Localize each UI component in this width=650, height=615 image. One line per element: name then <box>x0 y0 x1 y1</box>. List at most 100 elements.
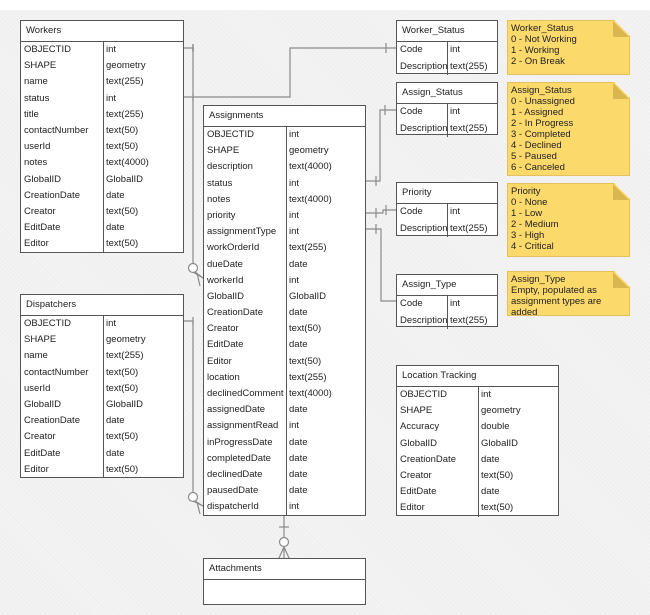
field-name: Code <box>400 44 423 55</box>
field-type: int <box>481 389 492 400</box>
field-type: date <box>106 447 125 459</box>
crowfoot <box>278 546 290 559</box>
field-name: Editor <box>24 238 49 250</box>
link-assignments-assign-type <box>365 228 396 302</box>
zero-circle <box>187 491 199 503</box>
field-name: completedDate <box>207 452 271 464</box>
note-line: 0 - None <box>511 197 548 208</box>
field-name: location <box>207 371 240 383</box>
field-name: dispatcherId <box>207 501 259 513</box>
field-name: assignmentType <box>207 226 277 238</box>
field-name: contactNumber <box>24 124 89 136</box>
field-name: GlobalID <box>400 437 437 449</box>
field-name: pausedDate <box>207 485 259 497</box>
field-type: geometry <box>106 60 146 72</box>
column-divider <box>286 127 287 516</box>
entity-attachments[interactable]: Attachments <box>203 558 366 605</box>
field-name: assignedDate <box>207 404 266 416</box>
link-workers-worker-status <box>183 47 396 98</box>
field-name: Creator <box>400 469 432 481</box>
field-name: Description <box>400 60 447 72</box>
field-name: CreationDate <box>207 307 263 319</box>
field-name: EditDate <box>400 486 437 498</box>
field-name: SHAPE <box>24 334 57 346</box>
field-type: text(255) <box>106 350 144 362</box>
